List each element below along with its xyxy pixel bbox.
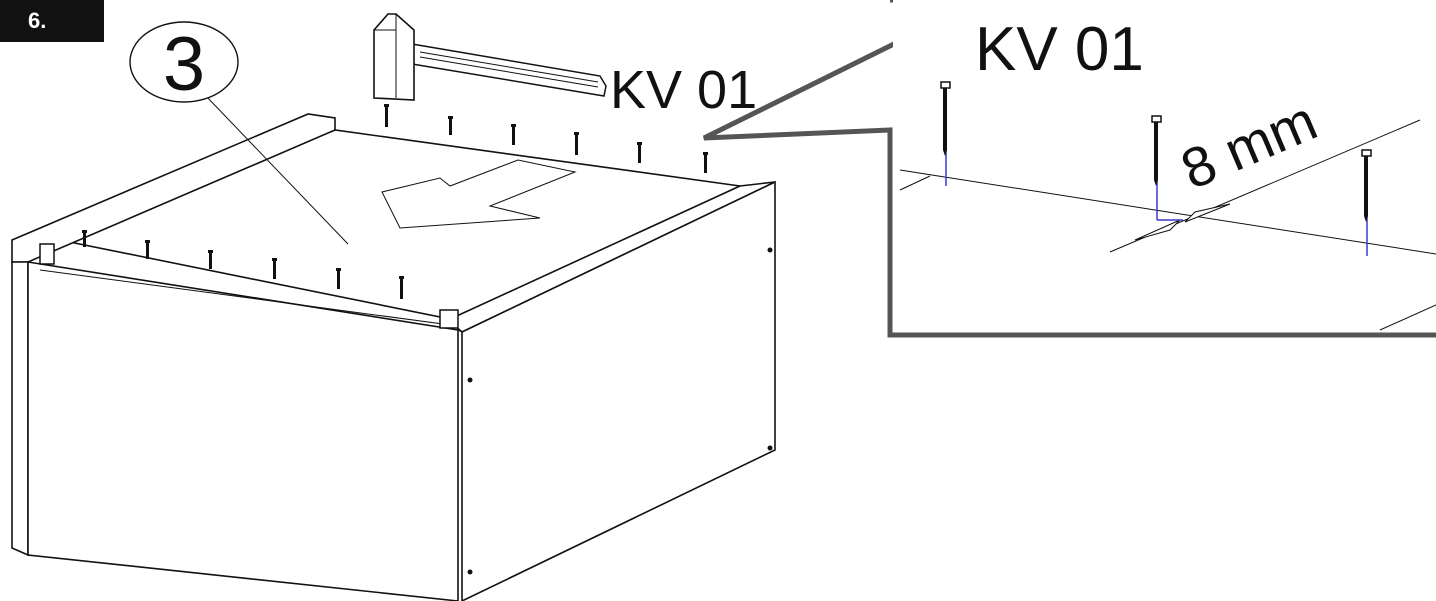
- nail: [511, 124, 516, 145]
- nail: [272, 258, 277, 279]
- drawer-box: [11, 94, 776, 601]
- nail: [574, 132, 579, 155]
- nail: [637, 142, 642, 163]
- part-number-label: 3: [163, 22, 205, 107]
- step-number-badge: 6.: [0, 0, 104, 42]
- nail: [448, 116, 453, 135]
- nail: [208, 250, 213, 269]
- hammer-icon: [373, 13, 607, 101]
- detail-nail: [1361, 149, 1372, 222]
- nail: [703, 152, 708, 173]
- nail: [399, 276, 404, 299]
- nail: [82, 230, 87, 247]
- detail-fastener-code: KV 01: [975, 15, 1144, 84]
- detail-nail: [940, 81, 951, 156]
- nail: [145, 240, 150, 259]
- detail-callout-frame: [702, 0, 1436, 338]
- detail-view: [899, 119, 1436, 331]
- fastener-code: KV 01: [610, 60, 757, 120]
- detail-nail: [1151, 115, 1162, 186]
- nail: [336, 268, 341, 289]
- nail: [384, 104, 389, 127]
- part-number-callout: 3: [129, 21, 239, 107]
